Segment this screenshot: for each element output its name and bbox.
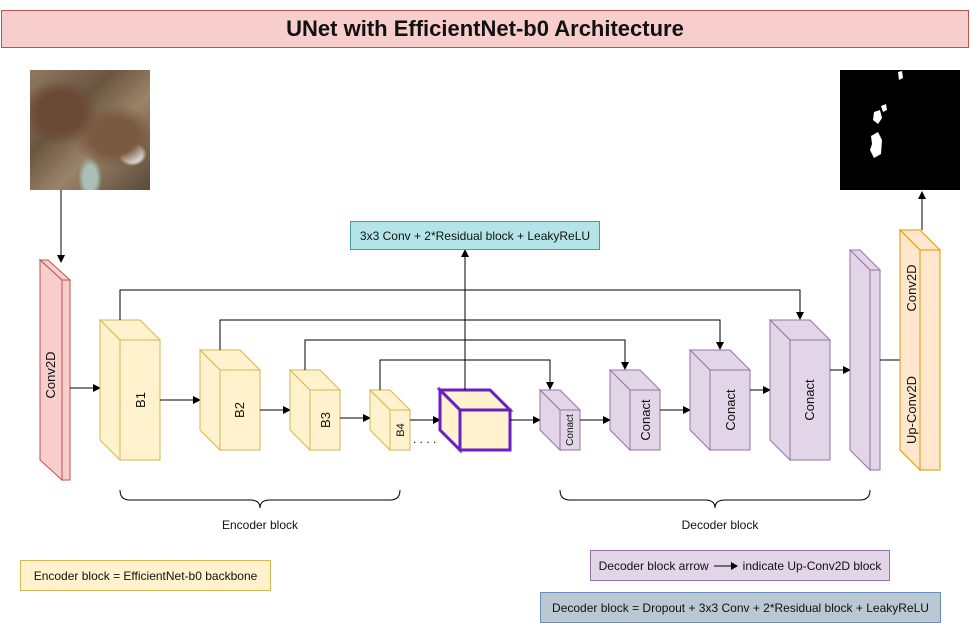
b3-label: B3 [318, 412, 333, 428]
encoder-block-b3: B3 [288, 368, 342, 452]
decoder-caption: Decoder block [682, 518, 760, 532]
mask-blobs [870, 71, 903, 158]
b2-label: B2 [232, 402, 247, 418]
decoder-brace [559, 489, 871, 509]
encoder-legend: Encoder block = EfficientNet-b0 backbone [20, 560, 271, 591]
decoder-block-1: Conact [538, 388, 582, 452]
encoder-ellipsis: . . . . [413, 432, 436, 446]
decoder-1-label: Conact [565, 414, 576, 446]
decoder-2-label: Conact [638, 399, 653, 441]
output-conv2d-label: Conv2D [904, 265, 919, 312]
encoder-brace [119, 489, 401, 509]
decoder-legend: Decoder block = Dropout + 3x3 Conv + 2*R… [540, 592, 941, 623]
input-conv2d-label: Conv2D [43, 352, 58, 399]
b1-label: B1 [133, 392, 148, 408]
decoder-block-2: Conact [608, 368, 662, 452]
skip-connections [119, 289, 804, 390]
input-conv2d-block: Conv2D [38, 258, 72, 482]
output-upconv2d-label: Up-Conv2D [904, 376, 919, 444]
encoder-caption: Encoder block [222, 518, 299, 532]
decoder-4-label: Conact [802, 379, 817, 421]
decoder-arrow-legend-suffix: indicate Up-Conv2D block [742, 558, 882, 573]
arrow-right-icon [713, 561, 738, 570]
input-satellite-image [30, 70, 150, 190]
bottleneck-block [436, 386, 514, 454]
title-box: UNet with EfficientNet-b0 Architecture [1, 10, 969, 48]
conv-legend: 3x3 Conv + 2*Residual block + LeakyReLU [350, 221, 600, 250]
decoder-3-label: Conact [723, 389, 738, 431]
page-title: UNet with EfficientNet-b0 Architecture [286, 16, 684, 41]
final-decoder-plate [848, 248, 882, 472]
decoder-block-4: Conact [768, 318, 832, 462]
encoder-block-b1: B1 [98, 318, 162, 462]
output-conv-block: Conv2D Up-Conv2D [898, 228, 942, 472]
encoder-block-b4: B4 [368, 388, 412, 452]
b4-label: B4 [395, 423, 407, 436]
encoder-block-b2: B2 [198, 348, 262, 452]
decoder-block-3: Conact [688, 348, 752, 452]
decoder-legend-text: Decoder block = Dropout + 3x3 Conv + 2*R… [552, 600, 929, 615]
decoder-arrow-legend-prefix: Decoder block arrow [598, 558, 709, 573]
encoder-legend-text: Encoder block = EfficientNet-b0 backbone [33, 568, 258, 583]
output-mask-image [840, 70, 960, 190]
conv-legend-text: 3x3 Conv + 2*Residual block + LeakyReLU [359, 228, 591, 243]
decoder-arrow-legend: Decoder block arrow indicate Up-Conv2D b… [590, 550, 890, 581]
